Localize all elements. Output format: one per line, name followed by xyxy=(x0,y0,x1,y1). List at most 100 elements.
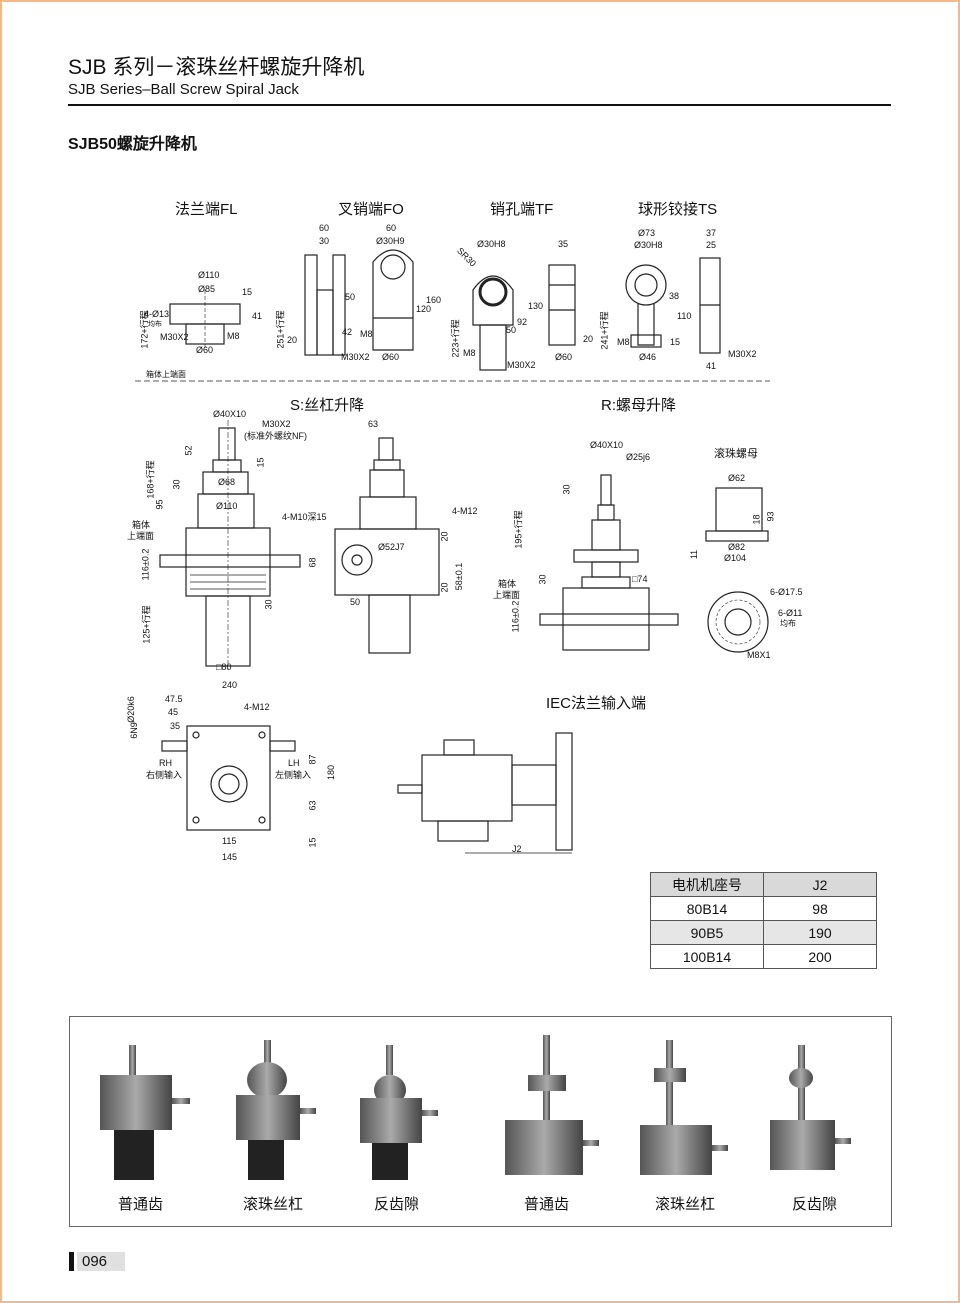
dim: Ø110 xyxy=(216,501,238,511)
dim: 左侧输入 xyxy=(275,770,312,780)
dim: Ø40X10 xyxy=(213,409,247,419)
dim: 30 xyxy=(319,236,330,246)
jack-photo xyxy=(640,1040,728,1175)
dim: M8X1 xyxy=(747,650,771,660)
dim: (标准外螺纹NF) xyxy=(244,431,307,441)
table-cell: 190 xyxy=(763,920,877,945)
ts-title: 球形铰接TS xyxy=(638,201,718,218)
fl-title: 法兰端FL xyxy=(175,201,238,218)
dim: 箱体 xyxy=(132,520,151,530)
jack-photo xyxy=(505,1035,599,1175)
s-view-title: S:丝杠升降 xyxy=(290,397,365,414)
dim: M30X2 xyxy=(728,349,757,359)
table-cell: 90B5 xyxy=(650,920,764,945)
header-title-cn: SJB 系列－滚珠丝杆螺旋升降机 xyxy=(68,56,365,79)
dim: M30X2 xyxy=(341,352,370,362)
dim: 115 xyxy=(222,836,237,846)
dim: Ø60 xyxy=(196,345,214,355)
nut-title: 滚珠螺母 xyxy=(714,448,758,460)
dim: 4-M12 xyxy=(244,702,270,712)
dim: Ø25j6 xyxy=(626,452,651,462)
r-view-title: R:螺母升降 xyxy=(601,397,677,414)
dim: 15 xyxy=(670,337,681,347)
dim: 50 xyxy=(506,325,517,335)
photo-caption: 反齿隙 xyxy=(374,1196,420,1213)
photo-caption: 普通齿 xyxy=(524,1196,570,1213)
dim: 92 xyxy=(517,317,528,327)
dim: Ø104 xyxy=(724,553,747,563)
dim: 均布 xyxy=(780,619,796,628)
dim: Ø68 xyxy=(218,477,236,487)
dim: 20 xyxy=(287,335,298,345)
dim: 35 xyxy=(170,721,181,731)
dim: M30X2 xyxy=(507,360,536,370)
section-title: SJB50螺旋升降机 xyxy=(68,136,197,153)
header-rule xyxy=(68,104,891,106)
dim: 130 xyxy=(528,301,544,311)
page-number-marker xyxy=(69,1252,74,1271)
photo-caption: 反齿隙 xyxy=(792,1196,838,1213)
product-photo-panel xyxy=(69,1016,892,1227)
jack-photo xyxy=(236,1040,316,1180)
dim: 60 xyxy=(386,223,397,233)
dim: Ø110 xyxy=(198,270,220,280)
dim: 4-Ø13 xyxy=(144,309,170,319)
dim: □74 xyxy=(632,574,648,584)
motor-j2-table: 电机机座号 J2 80B14 98 90B5 190 100B14 200 xyxy=(650,872,877,969)
dim: 41 xyxy=(706,361,717,371)
dim: Ø30H8 xyxy=(634,240,663,250)
dim: J2 xyxy=(512,844,522,854)
photo-caption: 普通齿 xyxy=(118,1196,164,1213)
table-cell: 80B14 xyxy=(650,896,764,921)
dim: Ø60 xyxy=(382,352,400,362)
dim: Ø62 xyxy=(728,473,746,483)
dim: 6-Ø11 xyxy=(778,608,803,618)
table-cell: 98 xyxy=(763,896,877,921)
photo-caption: 滚珠丝杠 xyxy=(655,1196,716,1213)
dim: 42 xyxy=(342,327,353,337)
dim: Ø40X10 xyxy=(590,440,624,450)
dim: 38 xyxy=(669,291,680,301)
dim: Ø73 xyxy=(638,228,656,238)
dim: 145 xyxy=(222,852,238,862)
dim: Ø52J7 xyxy=(378,542,405,552)
dim: 20 xyxy=(583,334,594,344)
table-row: 80B14 98 xyxy=(650,896,877,921)
dim: 110 xyxy=(677,311,692,321)
dim: Ø30H8 xyxy=(477,239,506,249)
dim: 25 xyxy=(706,240,717,250)
dim: 50 xyxy=(350,597,361,607)
dim: 45 xyxy=(168,707,179,717)
dim: 箱体上端面 xyxy=(146,370,186,379)
dim: 240 xyxy=(222,680,238,690)
table-header-row: 电机机座号 J2 xyxy=(650,872,877,897)
dim: 4-M10深15 xyxy=(282,512,327,522)
dim: 50 xyxy=(345,292,356,302)
dim: 160 xyxy=(426,295,442,305)
dim: 41 xyxy=(252,311,263,321)
table-row: 100B14 200 xyxy=(650,944,877,969)
dim: M8 xyxy=(463,348,476,358)
dim: M8 xyxy=(617,337,630,347)
dim: Ø85 xyxy=(198,284,216,294)
photo-caption: 滚珠丝杠 xyxy=(243,1196,304,1213)
dim: 37 xyxy=(706,228,717,238)
header-title-en: SJB Series–Ball Screw Spiral Jack xyxy=(68,81,299,98)
table-header: J2 xyxy=(763,872,877,897)
jack-photo xyxy=(360,1045,438,1180)
dim: 上端面 xyxy=(493,590,521,600)
dim: 4-M12 xyxy=(452,506,478,516)
dim: Ø46 xyxy=(639,352,657,362)
dim: 6-Ø17.5 xyxy=(770,587,803,597)
dim: 35 xyxy=(558,239,569,249)
dim: M8 xyxy=(227,331,240,341)
iec-title: IEC法兰输入端 xyxy=(546,695,647,712)
dim: Ø82 xyxy=(728,542,746,552)
page-number: 096 xyxy=(77,1252,125,1271)
table-row: 90B5 190 xyxy=(650,920,877,945)
dim: 60 xyxy=(319,223,330,233)
dim: 120 xyxy=(416,304,432,314)
